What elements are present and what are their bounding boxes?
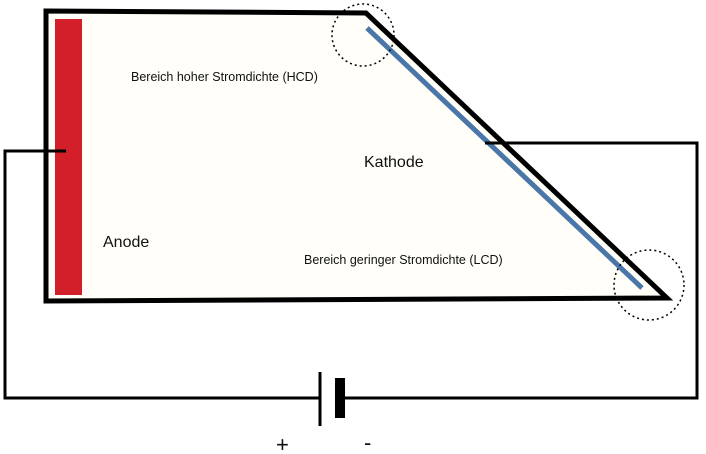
anode-plate bbox=[55, 19, 82, 295]
anode-wire bbox=[3, 149, 320, 400]
cathode-plate bbox=[365, 26, 644, 290]
lcd-label: Bereich geringer Stromdichte (LCD) bbox=[304, 253, 503, 267]
electrolyte-tank bbox=[43, 8, 674, 304]
hcd-label: Bereich hoher Stromdichte (HCD) bbox=[131, 70, 318, 84]
battery-negative-plate bbox=[335, 378, 345, 418]
kathode-label: Kathode bbox=[364, 154, 424, 171]
plus-sign: + bbox=[276, 432, 289, 454]
cathode-wire bbox=[344, 141, 699, 400]
anode-label: Anode bbox=[103, 234, 149, 251]
lcd-highlight-circle bbox=[613, 249, 685, 321]
hcd-highlight-circle bbox=[331, 3, 395, 67]
minus-sign: - bbox=[364, 430, 371, 454]
